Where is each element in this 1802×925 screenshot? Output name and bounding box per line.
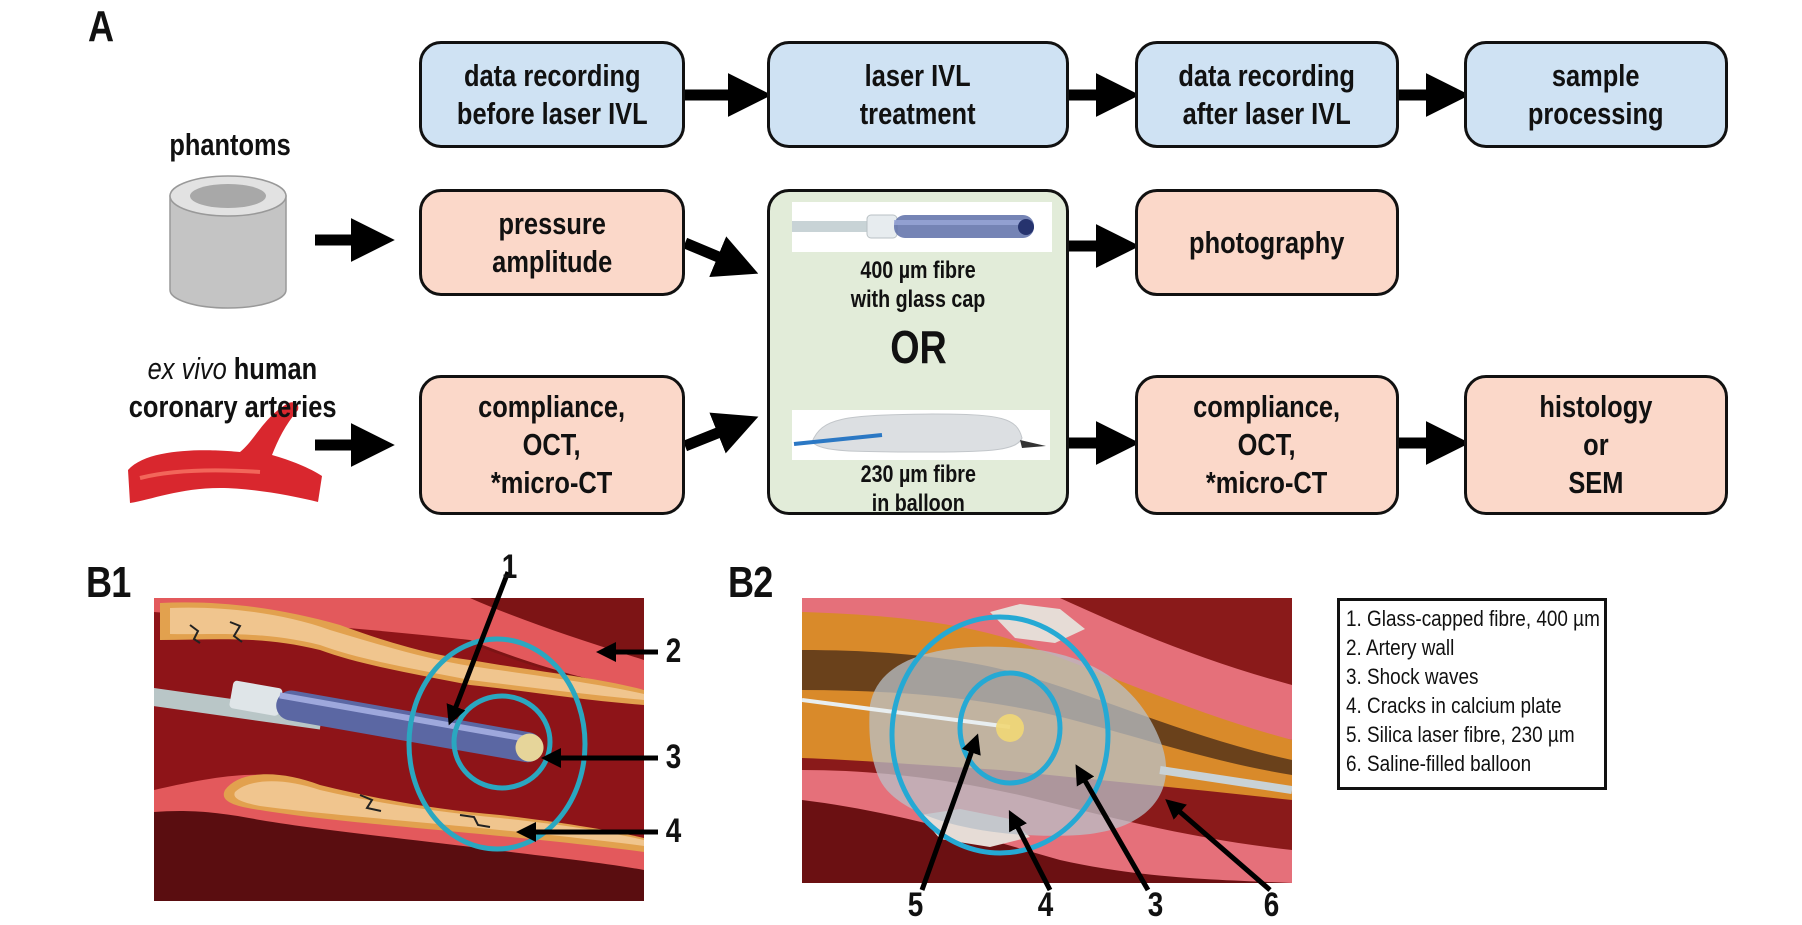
b1-callout-2: 2 xyxy=(665,632,682,670)
b2-callout-6: 6 xyxy=(1263,886,1280,924)
treatment-options-box: 400 µm fibre with glass cap OR 230 µm fi… xyxy=(767,189,1069,517)
step-pressure-amplitude: pressure amplitude xyxy=(419,189,685,296)
panel-label-a: A xyxy=(88,2,114,51)
legend-item: 6. Saline-filled balloon xyxy=(1346,751,1532,776)
arrow-compliance-to-treatment xyxy=(682,412,759,454)
device1-caption: 400 µm fibre with glass cap xyxy=(850,257,986,313)
balloon-fibre-image xyxy=(792,410,1050,460)
flow-arrows xyxy=(128,73,1470,503)
step-laser-ivl-treatment: laser IVL treatment xyxy=(767,41,1069,148)
legend-item: 1. Glass-capped fibre, 400 µm xyxy=(1346,606,1600,631)
b1-callout-arrow-1 xyxy=(446,571,511,726)
step-compliance-oct-post: compliance, OCT, *micro-CT xyxy=(1135,375,1399,515)
b2-callout-4: 4 xyxy=(1037,886,1054,924)
source-arteries-label: ex vivo human coronary arteries xyxy=(128,351,337,424)
legend-item: 4. Cracks in calcium plate xyxy=(1346,693,1562,718)
legend-item: 3. Shock waves xyxy=(1346,664,1479,689)
b1-callout-3: 3 xyxy=(665,738,682,776)
panel-label-b1: B1 xyxy=(86,558,131,607)
b2-callout-3: 3 xyxy=(1147,886,1164,924)
step-compliance-oct-pre: compliance, OCT, *micro-CT xyxy=(419,375,685,515)
b1-callout-1: 1 xyxy=(501,548,518,586)
coronary-artery-icon xyxy=(128,402,322,503)
b2-callout-arrow-6 xyxy=(1165,799,1272,892)
b2-callout-5: 5 xyxy=(907,886,924,924)
b2-callout-arrow-5 xyxy=(919,733,981,891)
panel-label-b2: B2 xyxy=(728,558,773,607)
step-data-recording-after: data recording after laser IVL xyxy=(1135,41,1399,148)
legend-item: 2. Artery wall xyxy=(1346,635,1455,660)
phantom-cylinder-icon xyxy=(169,175,287,309)
or-label: OR xyxy=(889,321,947,373)
legend-box: 1. Glass-capped fibre, 400 µm 2. Artery … xyxy=(1337,598,1607,790)
source-arteries-italic: ex vivo xyxy=(147,351,227,386)
b1-callout-4: 4 xyxy=(665,812,682,850)
device2-caption: 230 µm fibre in balloon xyxy=(860,461,976,517)
step-photography: photography xyxy=(1135,189,1399,296)
source-phantoms-label: phantoms xyxy=(169,127,291,162)
b2-callout-arrow-3 xyxy=(1075,764,1151,892)
b2-callout-arrow-4 xyxy=(1008,809,1053,892)
legend-item: 5. Silica laser fibre, 230 µm xyxy=(1346,722,1575,747)
b2-illustration xyxy=(802,598,1292,883)
glass-capped-fibre-image xyxy=(792,202,1052,252)
arrow-pressure-to-treatment xyxy=(682,236,759,277)
step-sample-processing: sample processing xyxy=(1464,41,1728,148)
step-data-recording-before: data recording before laser IVL xyxy=(419,41,685,148)
step-histology-or-sem: histology or SEM xyxy=(1464,375,1728,515)
